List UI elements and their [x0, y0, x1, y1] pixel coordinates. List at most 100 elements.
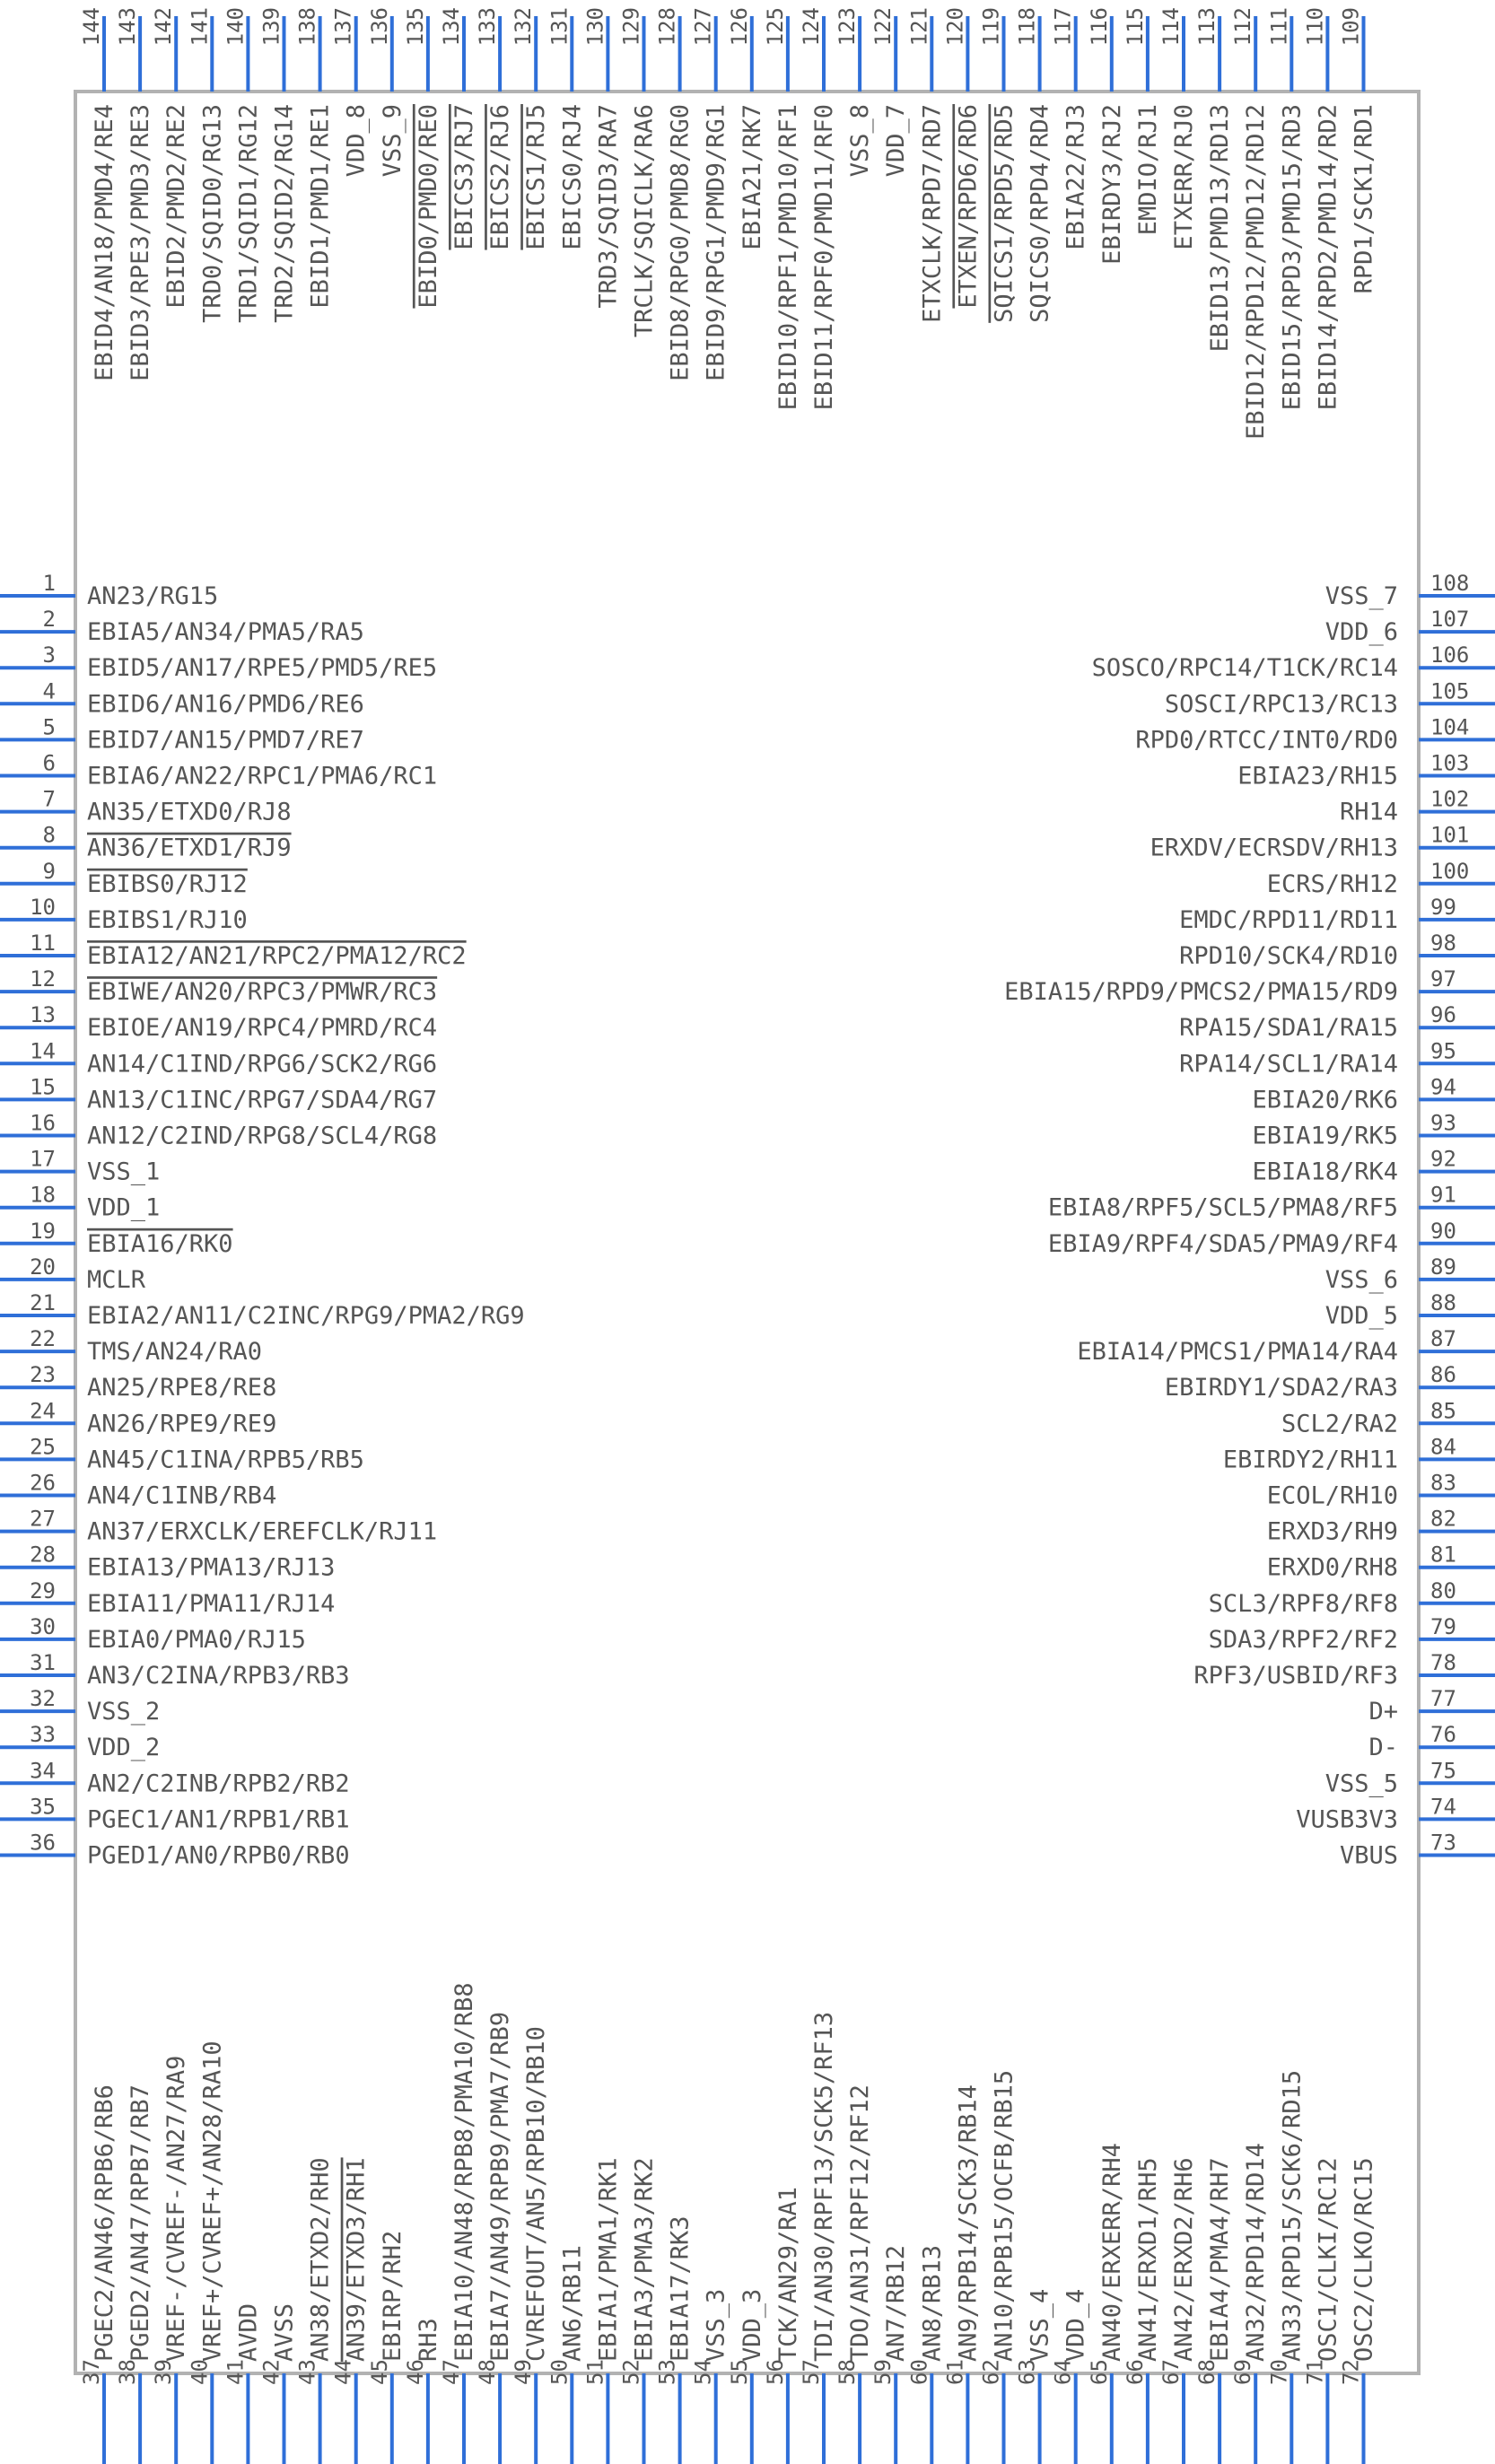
pin-label: OSC1/CLKI/RC12: [1314, 2157, 1342, 2362]
pin-number: 81: [1430, 1542, 1456, 1568]
pin-number: 50: [546, 2359, 572, 2385]
pin-label: VDD_5: [1325, 1302, 1398, 1330]
pin-label: AN25/RPE8/RE8: [87, 1374, 276, 1402]
pin-label: RPD10/SCK4/RD10: [1179, 942, 1398, 970]
pin-number: 59: [870, 2359, 896, 2385]
pin-number: 93: [1430, 1111, 1456, 1136]
pin-number: 140: [223, 7, 248, 46]
pin-right-77: 77 D+: [1368, 1686, 1495, 1726]
pin-label: AN14/C1IND/RPG6/SCK2/RG6: [87, 1050, 437, 1078]
pin-label: RH3: [415, 2318, 442, 2362]
pin-label: EBID0/PMD0/RE0: [415, 104, 442, 309]
pin-label: VBUS: [1340, 1842, 1398, 1870]
pin-number: 87: [1430, 1326, 1456, 1351]
pin-label: AN9/RPB14/SCK3/RB14: [954, 2084, 982, 2362]
pin-label: AN12/C2IND/RPG8/SCL4/RG8: [87, 1123, 437, 1150]
pin-label: VSS_6: [1325, 1266, 1398, 1294]
pin-left-31: 31 AN3/C2INA/RPB3/RB3: [0, 1650, 350, 1690]
pin-label: EBIBS1/RJ10: [87, 906, 248, 934]
pin-label: EBID13/PMD13/RD13: [1206, 104, 1234, 352]
pin-label: EBIA7/AN49/RPB9/PMA7/RB9: [486, 2012, 514, 2362]
pin-label: EBIA2/AN11/C2INC/RPG9/PMA2/RG9: [87, 1302, 525, 1330]
pin-label: D+: [1368, 1698, 1398, 1726]
pin-label: EBIOE/AN19/RPC4/PMRD/RC4: [87, 1014, 437, 1042]
pin-number: 15: [30, 1074, 56, 1099]
pin-number: 69: [1230, 2359, 1255, 2385]
pin-label: VREF-/CVREF-/AN27/RA9: [162, 2056, 190, 2362]
pin-label: EBIA3/PMA3/RK2: [631, 2157, 659, 2362]
pin-label: VDD_7: [882, 104, 910, 177]
pin-number: 43: [295, 2359, 320, 2385]
pin-number: 38: [115, 2359, 140, 2385]
pin-number: 138: [295, 7, 320, 46]
pin-number: 76: [1430, 1722, 1456, 1747]
ic-body: [74, 90, 1421, 2375]
pin-label: AN8/RB13: [918, 2245, 946, 2362]
pin-label: RPF3/USBID/RF3: [1193, 1662, 1398, 1690]
pin-label: AN45/C1INA/RPB5/RB5: [87, 1446, 364, 1473]
pin-number: 101: [1430, 823, 1469, 848]
pin-number: 27: [30, 1507, 56, 1532]
pin-number: 49: [511, 2359, 536, 2385]
pin-number: 55: [727, 2359, 752, 2385]
pin-label: VSS_1: [87, 1158, 160, 1186]
pin-number: 61: [942, 2359, 967, 2385]
pin-label: EBICS2/RJ6: [486, 104, 514, 250]
pin-label: EBIA14/PMCS1/PMA14/RA4: [1077, 1338, 1398, 1366]
pin-number: 135: [403, 7, 428, 46]
pin-number: 31: [30, 1650, 56, 1675]
pin-number: 110: [1302, 7, 1327, 46]
pin-number: 82: [1430, 1507, 1456, 1532]
pin-number: 89: [1430, 1254, 1456, 1280]
pin-label: EBIRDY2/RH11: [1223, 1446, 1398, 1473]
pin-number: 99: [1430, 895, 1456, 920]
pin-number: 42: [259, 2359, 284, 2385]
pin-number: 77: [1430, 1686, 1456, 1711]
pin-label: AN26/RPE9/RE9: [87, 1410, 276, 1437]
pin-label: TRD2/SQID2/RG14: [271, 104, 299, 323]
pin-number: 5: [43, 714, 56, 739]
pin-number: 104: [1430, 714, 1469, 739]
pin-number: 105: [1430, 678, 1469, 703]
pin-label: EBID7/AN15/PMD7/RE7: [87, 726, 364, 754]
pin-label: TDO/AN31/RPF12/RF12: [846, 2084, 874, 2362]
pin-number: 24: [30, 1398, 56, 1423]
pin-label: AN3/C2INA/RPB3/RB3: [87, 1662, 350, 1690]
pin-label: SCL3/RPF8/RF8: [1209, 1590, 1398, 1618]
